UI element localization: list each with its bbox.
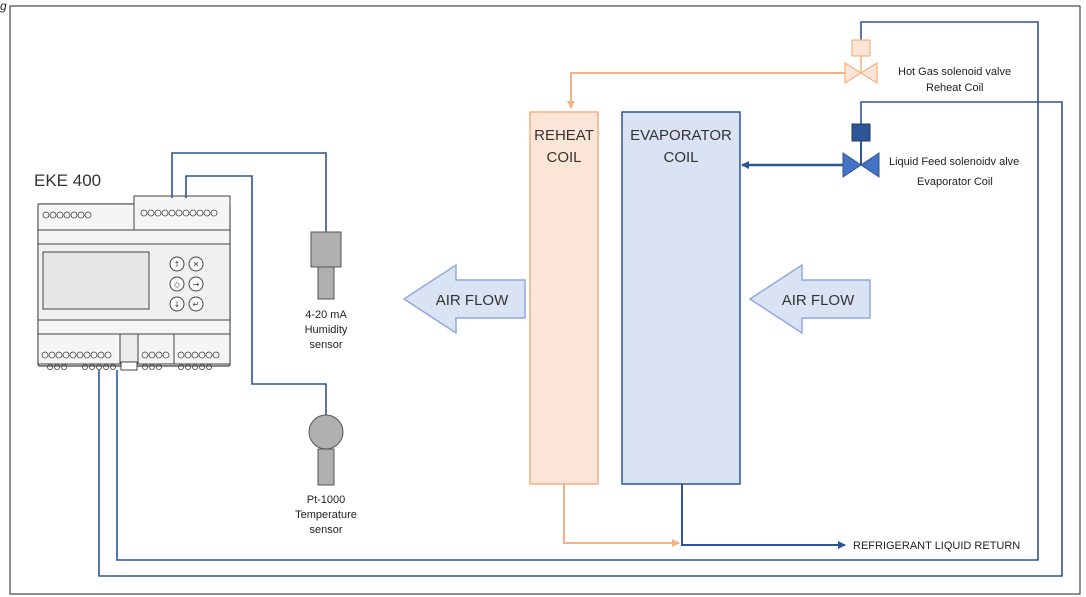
hot-gas-valve-label-line1: Hot Gas solenoid valve: [898, 66, 1011, 78]
temperature-sensor: [308, 414, 344, 486]
reheat-coil-label-line2: COIL: [546, 149, 581, 166]
liquid-return-pipe: [681, 484, 846, 549]
temperature-label-line1: Pt-1000: [307, 494, 346, 506]
humidity-label-line1: 4-20 mA: [305, 309, 347, 321]
temperature-wire: [185, 175, 327, 415]
wiring: [98, 21, 1063, 577]
air-flow-arrow-left: [402, 263, 526, 335]
liquid-feed-valve-label-line1: Liquid Feed solenoidv alve: [889, 156, 1019, 168]
down-key-icon: [169, 296, 185, 312]
diagram-frame: [9, 5, 1081, 595]
left-key-icon: [169, 276, 185, 292]
cancel-key-icon: [188, 256, 204, 272]
eke400-controller: ↑ ✕ ◇ → ↓ ↵: [37, 195, 231, 371]
hot-gas-pipe: [567, 72, 846, 109]
svg-text:↓: ↓: [174, 300, 181, 309]
liquid-valve-wire: [98, 101, 1063, 577]
humidity-sensor: [310, 231, 342, 300]
hot-gas-valve-wire: [116, 21, 1039, 561]
evaporator-coil: [621, 111, 741, 485]
air-flow-arrow-right: [748, 263, 871, 335]
header-fragment: g: [0, 0, 7, 13]
temperature-label-line2: Temperature: [295, 509, 357, 521]
humidity-label-line3: sensor: [309, 339, 342, 351]
enter-key-icon: [188, 296, 204, 312]
svg-text:◇: ◇: [174, 280, 181, 289]
liquid-feed-solenoid-valve-icon: [842, 123, 880, 178]
reheat-coil: [529, 111, 599, 485]
svg-text:→: →: [193, 280, 200, 289]
hot-gas-valve-label-line2: Reheat Coil: [926, 82, 983, 94]
right-key-icon: [188, 276, 204, 292]
humidity-label-line2: Humidity: [305, 324, 348, 336]
air-flow-left-label: AIR FLOW: [436, 292, 509, 309]
keypad: [169, 256, 204, 312]
svg-text:✕: ✕: [193, 260, 200, 269]
up-key-icon: [169, 256, 185, 272]
reheat-return-pipe: [563, 484, 680, 547]
svg-text:↑: ↑: [174, 260, 181, 269]
svg-text:↵: ↵: [193, 300, 200, 309]
evaporator-coil-label-line1: EVAPORATOR: [630, 127, 732, 144]
controller-title: EKE 400: [34, 171, 101, 190]
refrigerant-return-label: REFRIGERANT LIQUID RETURN: [853, 540, 1020, 552]
temperature-label-line3: sensor: [309, 524, 342, 536]
humidity-wire: [171, 152, 327, 232]
liquid-feed-valve-label-line2: Evaporator Coil: [917, 176, 993, 188]
evaporator-coil-label-line2: COIL: [663, 149, 698, 166]
air-flow-right-label: AIR FLOW: [782, 292, 855, 309]
reheat-coil-label-line1: REHEAT: [534, 127, 594, 144]
hot-gas-solenoid-valve-icon: [844, 39, 878, 85]
